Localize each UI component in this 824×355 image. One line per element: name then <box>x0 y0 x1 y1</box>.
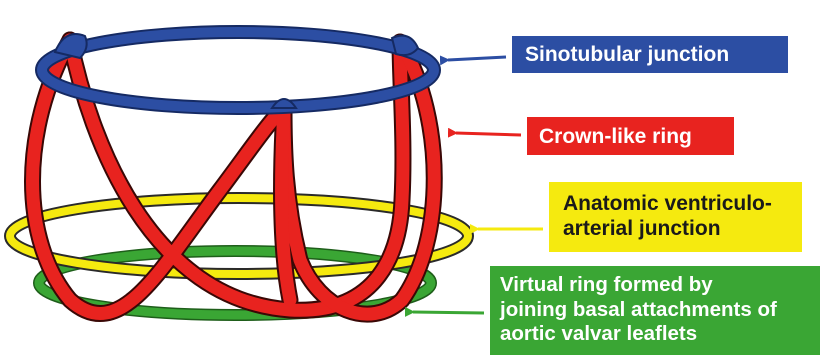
virtual-ring-line-1: Virtual ring formed by <box>500 273 713 296</box>
sinotubular-junction-label: Sinotubular junction <box>512 36 788 73</box>
commissure-cap-left <box>53 33 88 60</box>
anatomic-junction-line-1: Anatomic ventriculo- <box>563 192 772 215</box>
crown-like-ring-text: Crown-like ring <box>539 125 692 148</box>
virtual-ring-label: Virtual ring formed by joining basal att… <box>490 266 820 355</box>
anatomic-junction-line-2: arterial junction <box>563 217 721 241</box>
arrow-crown <box>447 127 522 138</box>
commissure-cap-front <box>270 98 298 109</box>
virtual-basal-ring <box>33 245 437 321</box>
arrow-sinotubular <box>439 55 507 66</box>
virtual-ring-line-3: aortic valvar leaflets <box>500 322 698 346</box>
sinotubular-junction-text: Sinotubular junction <box>525 43 730 66</box>
sinotubular-ring <box>35 25 441 115</box>
crown-like-ring <box>24 31 443 323</box>
virtual-ring-line-2: joining basal attachments of <box>500 297 777 321</box>
anatomic-ventriculo-arterial-ring <box>4 192 474 280</box>
anatomic-junction-label: Anatomic ventriculo- arterial junction <box>549 182 802 252</box>
arrow-virtual <box>404 306 485 317</box>
commissure-cap-right <box>390 34 420 57</box>
crown-like-ring-label: Crown-like ring <box>527 117 734 155</box>
